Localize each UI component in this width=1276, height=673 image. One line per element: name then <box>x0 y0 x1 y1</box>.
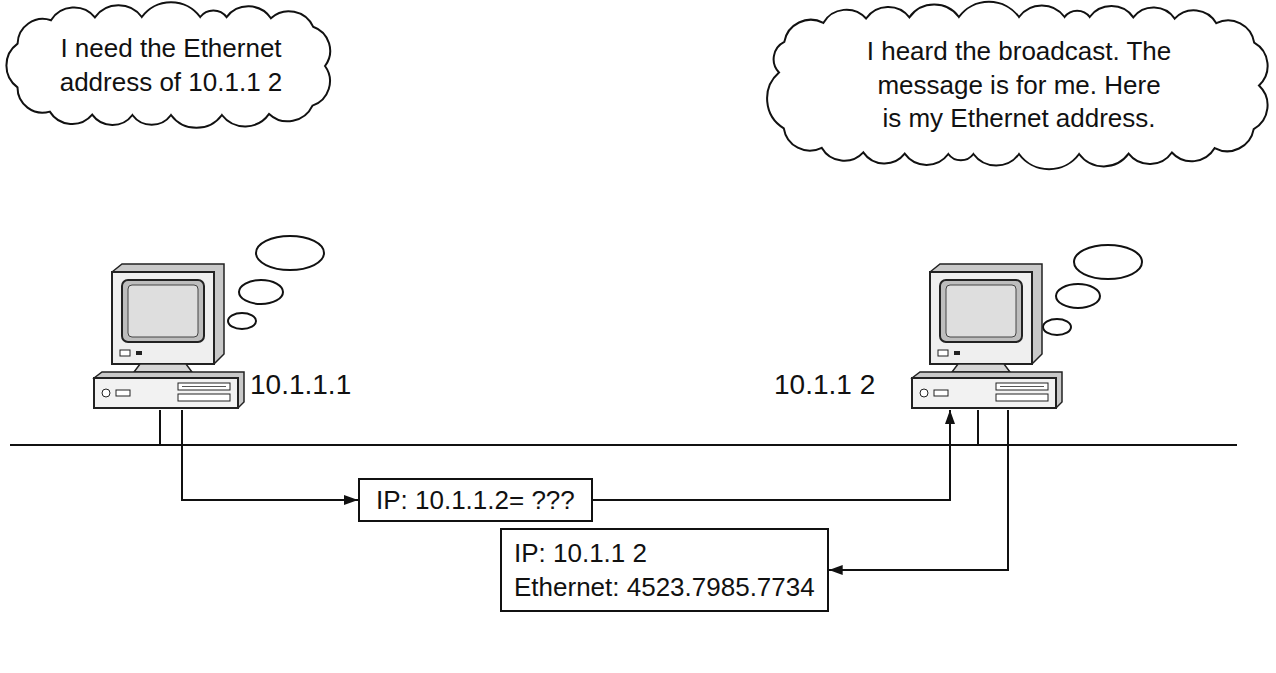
cloud-outline <box>3 3 339 129</box>
message-box: IP: 10.1.1 2Ethernet: 4523.7985.7734 <box>500 528 829 612</box>
computer-icon <box>912 264 1062 408</box>
computer-icon <box>94 264 244 408</box>
thought-cloud: I need the Ethernet address of 10.1.1 2 <box>3 3 339 129</box>
network-bus <box>10 444 1237 446</box>
thought-text: I need the Ethernet address of 10.1.1 2 <box>46 32 296 100</box>
thought-bubble <box>1043 319 1071 335</box>
computer-icon <box>910 262 1065 410</box>
cloud-outline <box>767 2 1267 169</box>
message-box: IP: 10.1.1.2= ??? <box>358 478 593 522</box>
network-tap <box>159 410 161 445</box>
thought-bubble <box>228 313 256 329</box>
thought-bubble <box>256 236 324 270</box>
message-arrow <box>829 410 1008 570</box>
ip-label: 10.1.1.1 <box>250 368 351 402</box>
thought-bubble <box>239 280 283 304</box>
message-arrow <box>593 410 950 500</box>
thought-text: I heard the broadcast. The message is fo… <box>819 35 1219 136</box>
thought-cloud: I heard the broadcast. The message is fo… <box>765 3 1273 168</box>
cloud-outline <box>6 2 330 128</box>
message-text: IP: 10.1.1 2 <box>514 536 815 570</box>
ip-label: 10.1.1 2 <box>774 368 875 402</box>
computer-host: 10.1.1.1 <box>92 262 372 410</box>
thought-bubble <box>1056 284 1100 308</box>
network-tap <box>977 410 979 445</box>
thought-bubble <box>1074 245 1142 279</box>
computer-icon <box>92 262 247 410</box>
message-arrow <box>182 410 358 500</box>
computer-host: 10.1.1 2 <box>770 262 1055 410</box>
message-text: Ethernet: 4523.7985.7734 <box>514 570 815 604</box>
message-text: IP: 10.1.1.2= ??? <box>376 483 575 517</box>
